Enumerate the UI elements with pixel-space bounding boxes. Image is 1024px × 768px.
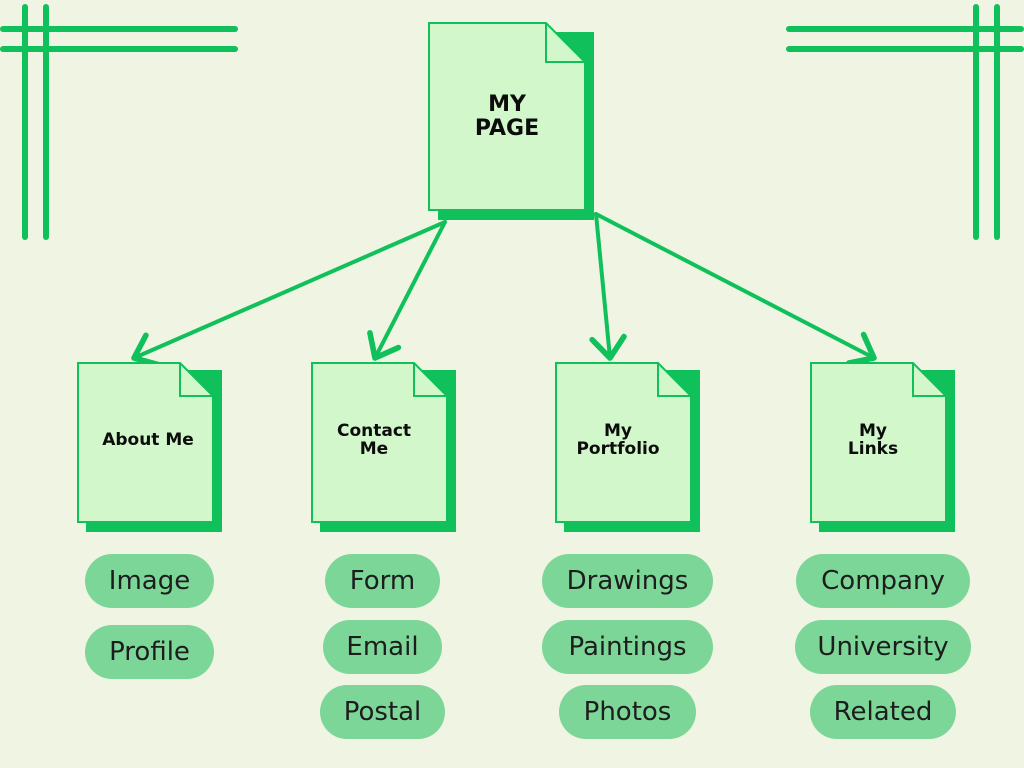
corner-line-top-left-1 [0, 26, 238, 32]
root-page-node[interactable]: MY PAGE [428, 22, 594, 220]
document-icon [428, 22, 594, 220]
item-pill-related[interactable]: Related [810, 685, 956, 739]
page-title-line1: My [604, 421, 632, 441]
corner-line-top-right-4 [994, 4, 1000, 240]
corner-line-top-right-1 [786, 26, 1024, 32]
item-pill-image[interactable]: Image [85, 554, 214, 608]
root-page-title-line2: PAGE [474, 116, 540, 141]
page-node-my-links[interactable]: My Links [810, 362, 955, 532]
arrow-to-my-portfolio [589, 212, 627, 361]
item-pill-paintings[interactable]: Paintings [542, 620, 713, 674]
arrow-to-my-links [594, 212, 877, 366]
corner-line-top-right-2 [786, 46, 1024, 52]
page-title-line1: My [859, 421, 887, 441]
item-pill-photos[interactable]: Photos [559, 685, 696, 739]
corner-line-top-left-2 [0, 46, 238, 52]
page-node-contact-me[interactable]: Contact Me [311, 362, 456, 532]
document-icon [311, 362, 456, 532]
document-icon [810, 362, 955, 532]
page-title-line2: Links [847, 439, 899, 459]
page-node-my-portfolio[interactable]: My Portfolio [555, 362, 700, 532]
item-pill-postal[interactable]: Postal [320, 685, 445, 739]
page-title-line2: Me [359, 439, 389, 459]
page-node-about-me[interactable]: About Me [77, 362, 222, 532]
corner-line-top-right-3 [973, 4, 979, 240]
arrow-to-about-me [131, 220, 447, 368]
arrow-to-contact-me [367, 220, 447, 361]
item-pill-form[interactable]: Form [325, 554, 440, 608]
item-pill-profile[interactable]: Profile [85, 625, 214, 679]
item-pill-company[interactable]: Company [796, 554, 970, 608]
document-icon [77, 362, 222, 532]
document-icon [555, 362, 700, 532]
root-page-title-line1: MY [488, 92, 526, 117]
corner-line-top-left-3 [22, 4, 28, 240]
page-title-line1: About Me [102, 430, 194, 450]
item-pill-university[interactable]: University [795, 620, 971, 674]
item-pill-email[interactable]: Email [323, 620, 442, 674]
corner-line-top-left-4 [43, 4, 49, 240]
page-title-line2: Portfolio [576, 439, 660, 459]
item-pill-drawings[interactable]: Drawings [542, 554, 713, 608]
page-title-line1: Contact [336, 421, 412, 441]
